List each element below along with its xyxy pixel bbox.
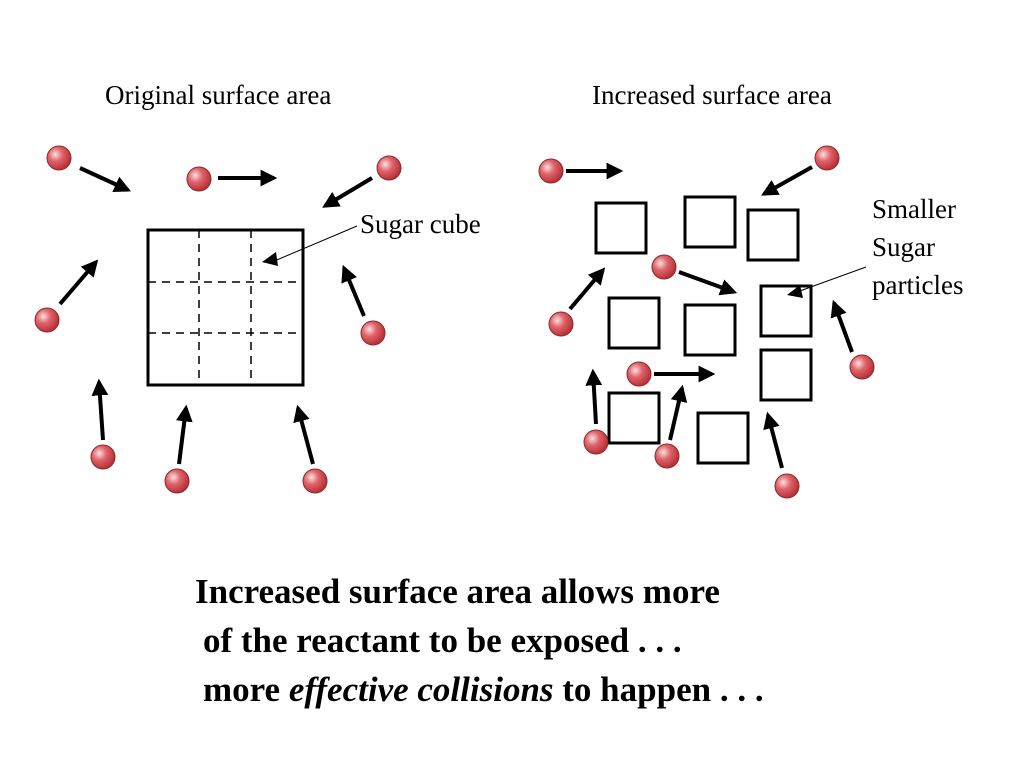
reactant-particle <box>34 307 60 333</box>
arrow <box>79 166 132 193</box>
sugar-particle <box>759 348 813 402</box>
sugar-cube-label: Sugar cube <box>360 209 481 239</box>
reactant-particle <box>814 145 840 171</box>
reactant-particle <box>46 145 72 171</box>
right-arrows <box>566 162 854 469</box>
arrow <box>668 384 688 441</box>
smaller-particles-pointer-line <box>796 266 867 293</box>
arrow <box>58 259 99 306</box>
reactant-particle <box>626 361 652 387</box>
arrow <box>322 176 374 208</box>
reactant-particle <box>164 468 190 494</box>
left-arrows <box>58 166 374 465</box>
arrow <box>568 267 606 311</box>
reactant-particle <box>654 443 680 469</box>
sugar-particle <box>683 195 737 249</box>
reactant-particle <box>583 429 609 455</box>
left-panel-title: Original surface area <box>105 80 332 110</box>
caption-line-3-suffix: to happen . . . <box>562 670 764 709</box>
sugar-cube-pointer-line <box>271 225 358 263</box>
right-panel-title: Increased surface area <box>592 80 832 110</box>
arrow <box>678 270 738 296</box>
sugar-particle <box>594 201 648 255</box>
caption-line-2: of the reactant to be exposed . . . <box>203 621 682 660</box>
arrow <box>761 165 813 196</box>
reactant-particle <box>186 166 212 192</box>
smaller-particles-label: Smaller Sugar particles <box>872 190 963 304</box>
sugar-particle <box>696 411 750 465</box>
caption-line-3-prefix: more <box>203 670 281 709</box>
reactant-particle <box>774 473 800 499</box>
surface-area-diagram <box>34 145 875 499</box>
reactant-particle <box>90 444 116 470</box>
reactant-particle <box>376 155 402 181</box>
effective-collisions-emphasis: effective collisions <box>288 670 554 709</box>
smaller-particles-label-line2: Sugar <box>872 232 935 262</box>
reactant-particle <box>360 320 386 346</box>
sugar-particle <box>607 391 661 445</box>
sugar-cube <box>146 228 305 387</box>
arrow <box>175 404 193 465</box>
caption-line-1: Increased surface area allows more <box>195 572 720 611</box>
arrow <box>341 264 366 317</box>
reactant-particle <box>849 354 875 380</box>
arrow <box>91 378 109 441</box>
sugar-particle <box>759 284 813 338</box>
sugar-particle <box>683 303 737 357</box>
reactant-particle <box>302 468 328 494</box>
smaller-particles-pointer-head <box>787 285 803 298</box>
sugar-particle <box>607 296 661 350</box>
reactant-particle <box>548 311 574 337</box>
caption-line-3: more effective collisions to happen . . … <box>203 665 764 714</box>
arrow <box>293 404 315 465</box>
smaller-particles-label-line3: particles <box>872 270 964 300</box>
smaller-sugar-particles <box>594 195 813 465</box>
sugar-particle <box>746 208 800 262</box>
sugar-cube-pointer-head <box>262 252 278 266</box>
right-particles <box>538 145 875 499</box>
reactant-particle <box>538 158 564 184</box>
smaller-particles-label-line1: Smaller <box>872 194 956 224</box>
reactant-particle <box>651 254 677 280</box>
left-particles <box>34 145 402 494</box>
arrow <box>585 368 603 425</box>
arrow <box>830 299 854 353</box>
arrow <box>763 411 784 469</box>
